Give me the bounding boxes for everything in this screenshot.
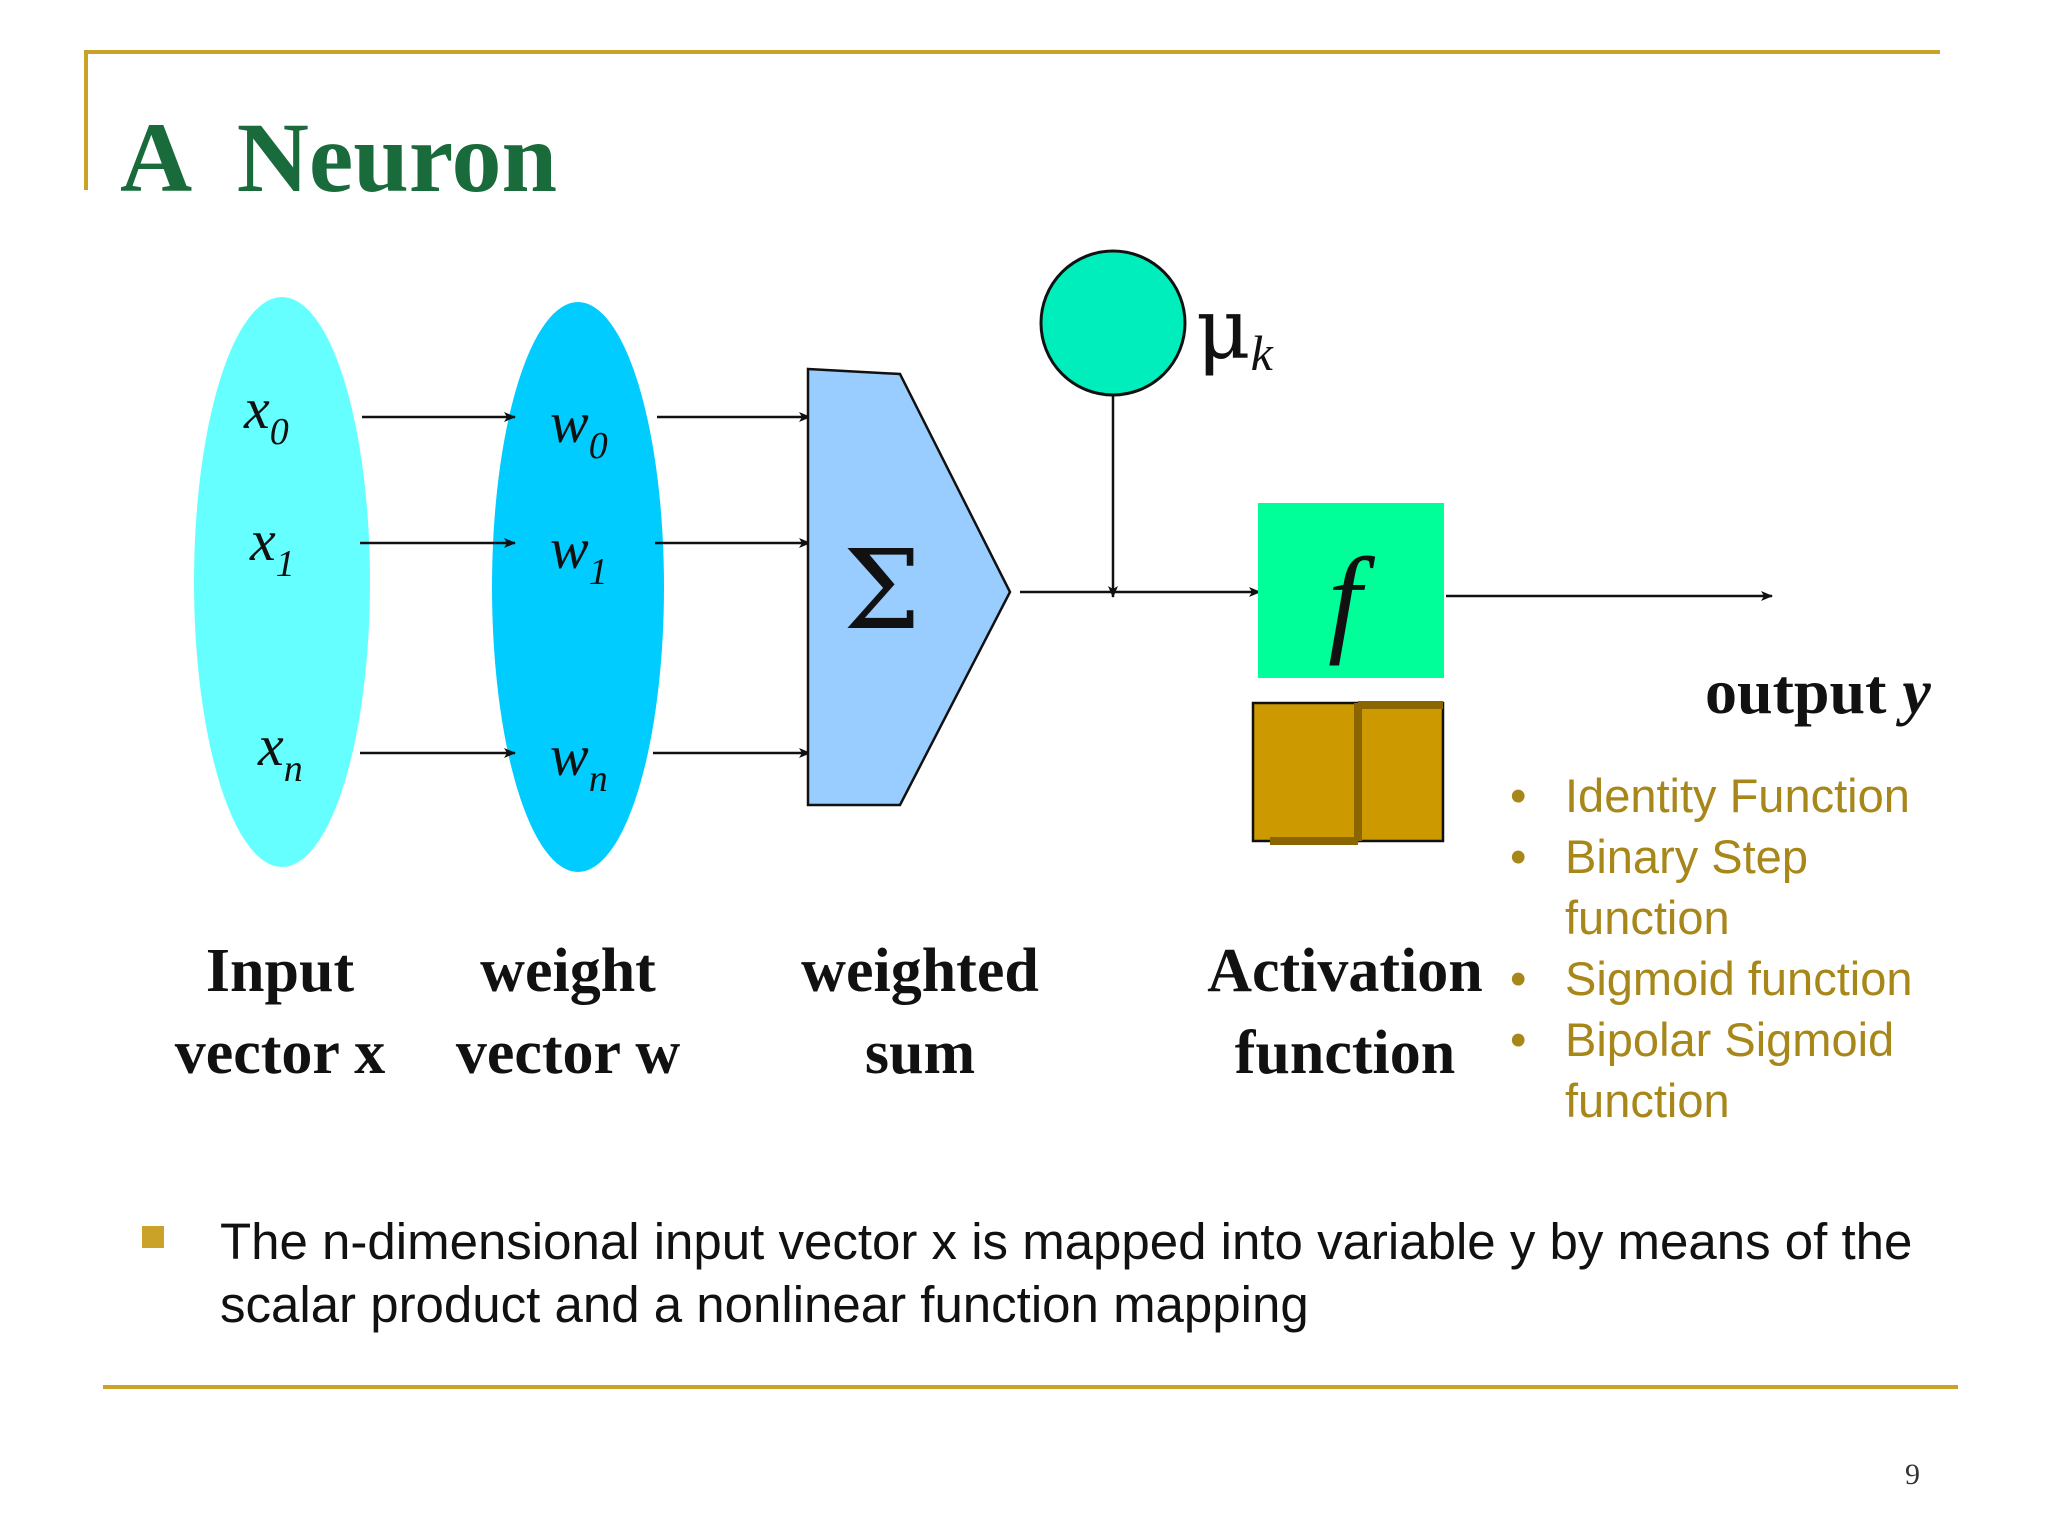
input-x0: x0 [243,376,289,453]
slide-top-rule [84,50,1940,54]
activation-box [1258,503,1444,678]
weight-w0: w0 [550,390,608,467]
bias-mu-label: μk [1196,280,1274,381]
slide-left-rule [84,50,88,190]
input-vector-ellipse [194,297,370,867]
step-function-icon [1251,701,1445,845]
slide-bottom-rule [103,1385,1958,1389]
activation-type-item: Sigmoid function [1510,948,1980,1009]
square-bullet-icon [142,1226,164,1248]
summation-block [806,367,1012,807]
weight-vector-ellipse [492,302,664,872]
page-number: 9 [1905,1458,1920,1491]
input-xn: xn [257,713,303,790]
activation-types-list: Identity Function Binary Step function S… [1510,765,1980,1131]
sigma-symbol: Σ [843,526,921,654]
weight-w1: w1 [550,516,608,593]
activation-type-item: Binary Step function [1510,826,1980,948]
bias-circle [1039,249,1187,397]
output-label: output y [1705,656,1931,727]
slide-title: A Neuron [120,102,558,213]
weight-wn: wn [550,723,608,800]
input-x1: x1 [249,508,295,585]
summary-text: The n-dimensional input vector x is mapp… [220,1213,1913,1333]
activation-type-item: Identity Function [1510,765,1980,826]
activation-type-item: Bipolar Sigmoid function [1510,1009,1980,1131]
